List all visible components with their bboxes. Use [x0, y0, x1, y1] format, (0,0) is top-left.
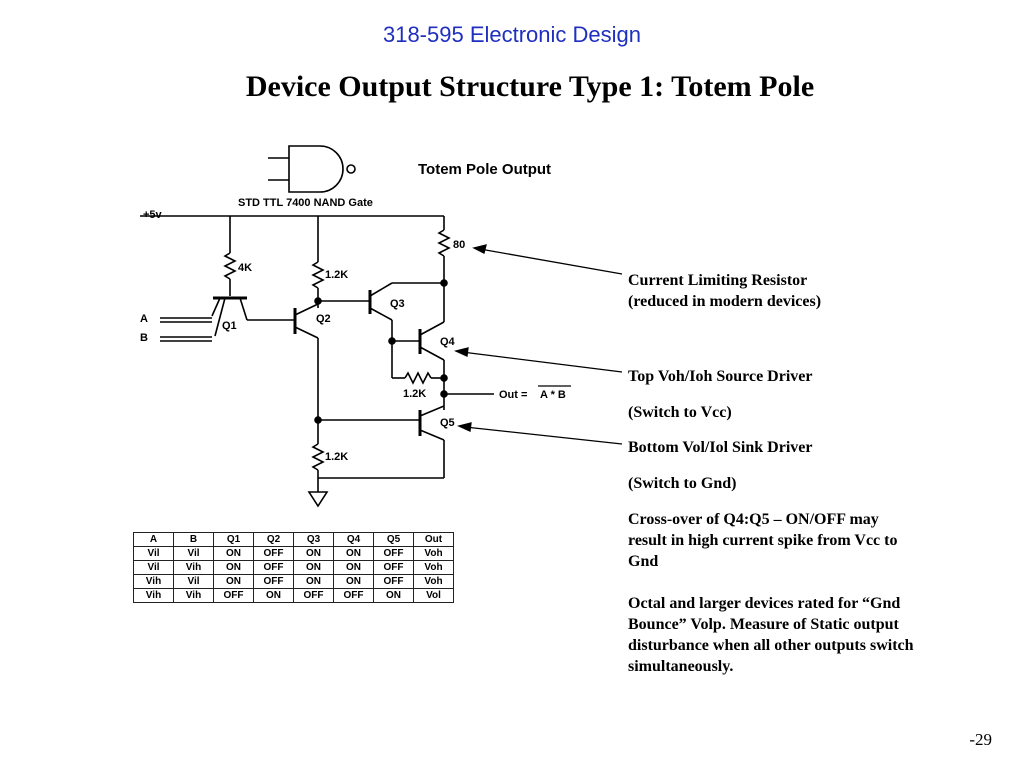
note-source-driver: Top Voh/Ioh Source Driver: [628, 366, 918, 387]
header-cell: Q5: [373, 532, 414, 547]
gate-label: STD TTL 7400 NAND Gate: [238, 197, 373, 209]
header-cell: Q3: [293, 532, 334, 547]
table-cell: ON: [213, 560, 254, 575]
table-cell: ON: [253, 588, 294, 603]
slide-number: -29: [969, 730, 992, 749]
note-line: (Switch to Vcc): [628, 404, 732, 421]
input-b-label: B: [140, 332, 148, 344]
note-ground-bounce: Octal and larger devices rated for “Gnd …: [628, 595, 914, 675]
table-cell: OFF: [373, 546, 414, 561]
table-cell: Voh: [413, 574, 454, 589]
schematic-heading: Totem Pole Output: [418, 161, 551, 178]
q1-transistor: [211, 296, 295, 337]
input-a-label: A: [140, 313, 148, 325]
table-cell: ON: [293, 560, 334, 575]
table-cell: Vil: [133, 560, 174, 575]
q4-transistor: [418, 283, 445, 410]
course-title: 318-595 Electronic Design: [382, 22, 642, 47]
table-cell: OFF: [293, 588, 334, 603]
table-cell: OFF: [373, 560, 414, 575]
resistor-q5-label: 1.2K: [325, 451, 348, 463]
ground-symbol: [307, 491, 329, 508]
nand-gate-symbol: [268, 145, 356, 193]
table-cell: Voh: [413, 560, 454, 575]
resistor-q3-label: 1.2K: [403, 388, 426, 400]
table-cell: Vih: [173, 560, 214, 575]
resistor-4k-label: 4K: [238, 262, 252, 274]
table-cell: ON: [373, 588, 414, 603]
supply-label: +5v: [143, 209, 163, 221]
q2-transistor: [293, 303, 319, 420]
note-switch-vcc: (Switch to Vcc): [628, 402, 918, 423]
table-row: Vil Vih ON OFF ON ON OFF Voh: [133, 560, 454, 575]
header-cell: A: [133, 532, 174, 547]
output-label: Out =: [499, 389, 527, 401]
table-cell: OFF: [213, 588, 254, 603]
header-cell: Q4: [333, 532, 374, 547]
note-switch-gnd: (Switch to Gnd): [628, 473, 918, 494]
table-row: Vih Vih OFF ON OFF OFF ON Vol: [133, 588, 454, 603]
table-cell: ON: [333, 546, 374, 561]
table-cell: ON: [293, 574, 334, 589]
note-line: Current Limiting Resistor: [628, 272, 808, 289]
table-cell: ON: [293, 546, 334, 561]
table-cell: OFF: [333, 588, 374, 603]
note-current-limiting: Current Limiting Resistor (reduced in mo…: [628, 270, 918, 312]
q3-label: Q3: [390, 298, 405, 310]
slide-title: Device Output Structure Type 1: Totem Po…: [245, 70, 815, 103]
truth-table: A B Q1 Q2 Q3 Q4 Q5 Out Vil Vil ON OFF ON…: [133, 532, 454, 603]
note-sink-driver: Bottom Vol/Iol Sink Driver: [628, 437, 918, 458]
note-line: (reduced in modern devices): [628, 293, 822, 310]
resistor-80-label: 80: [453, 239, 465, 251]
table-row: Vih Vil ON OFF ON ON OFF Voh: [133, 574, 454, 589]
annotation-arrows: [454, 244, 623, 445]
table-cell: Vih: [133, 574, 174, 589]
table-cell: OFF: [373, 574, 414, 589]
q5-transistor: [418, 405, 445, 478]
table-cell: Voh: [413, 546, 454, 561]
table-cell: Vih: [133, 588, 174, 603]
resistor-q2-label: 1.2K: [325, 269, 348, 281]
q4-label: Q4: [440, 336, 456, 348]
table-cell: Vil: [173, 574, 214, 589]
q3-transistor: [368, 282, 393, 378]
header-cell: Q1: [213, 532, 254, 547]
table-cell: ON: [213, 574, 254, 589]
q2-label: Q2: [316, 313, 331, 325]
note-line: Bottom Vol/Iol Sink Driver: [628, 439, 813, 456]
table-cell: ON: [213, 546, 254, 561]
table-cell: ON: [333, 560, 374, 575]
output-expression: A * B: [540, 389, 566, 401]
table-cell: Vil: [173, 546, 214, 561]
note-line: Top Voh/Ioh Source Driver: [628, 368, 813, 385]
table-cell: Vol: [413, 588, 454, 603]
header-cell: Q2: [253, 532, 294, 547]
note-line: (Switch to Gnd): [628, 475, 737, 492]
q1-label: Q1: [222, 320, 237, 332]
table-cell: OFF: [253, 574, 294, 589]
header-cell: B: [173, 532, 214, 547]
note-crossover: Cross-over of Q4:Q5 – ON/OFF may result …: [628, 511, 898, 570]
table-cell: OFF: [253, 546, 294, 561]
table-cell: OFF: [253, 560, 294, 575]
q5-label: Q5: [440, 417, 455, 429]
table-cell: ON: [333, 574, 374, 589]
header-cell: Out: [413, 532, 454, 547]
table-row: Vil Vil ON OFF ON ON OFF Voh: [133, 546, 454, 561]
table-cell: Vil: [133, 546, 174, 561]
table-cell: Vih: [173, 588, 214, 603]
truth-table-header: A B Q1 Q2 Q3 Q4 Q5 Out: [133, 532, 454, 547]
